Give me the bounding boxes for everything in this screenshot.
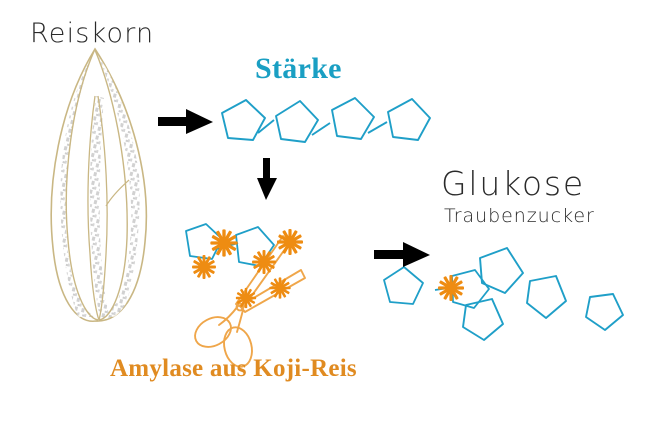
glucose-pentagon-1: [479, 247, 524, 294]
arrow-starch-to-amylase: [257, 158, 277, 200]
label-reiskorn: Reiskorn: [30, 18, 155, 49]
rice-grain-illustration: [50, 47, 148, 322]
starch-polymer-chain: [221, 97, 431, 143]
arrow-amylase-to-glucose: [374, 242, 430, 267]
glucose-pentagon-4: [585, 293, 624, 331]
cleaved-fragment-lower: [383, 266, 490, 309]
free-glucose-monomers: [462, 247, 624, 341]
glucose-pentagon-2: [526, 275, 567, 319]
arrow-grain-to-starch: [158, 109, 213, 134]
grain-texture-center: [89, 96, 110, 320]
label-traubenzucker: Traubenzucker: [444, 205, 595, 227]
label-amylase: Amylase aus Koji-Reis: [110, 355, 357, 382]
label-staerke: Stärke: [255, 52, 342, 85]
label-glukose: Glukose: [441, 164, 585, 203]
enzyme-cleavage-scene: [185, 223, 490, 368]
starburst-group: [192, 229, 464, 309]
glucose-pentagon-3: [462, 298, 504, 341]
grain-texture-left: [60, 55, 97, 317]
